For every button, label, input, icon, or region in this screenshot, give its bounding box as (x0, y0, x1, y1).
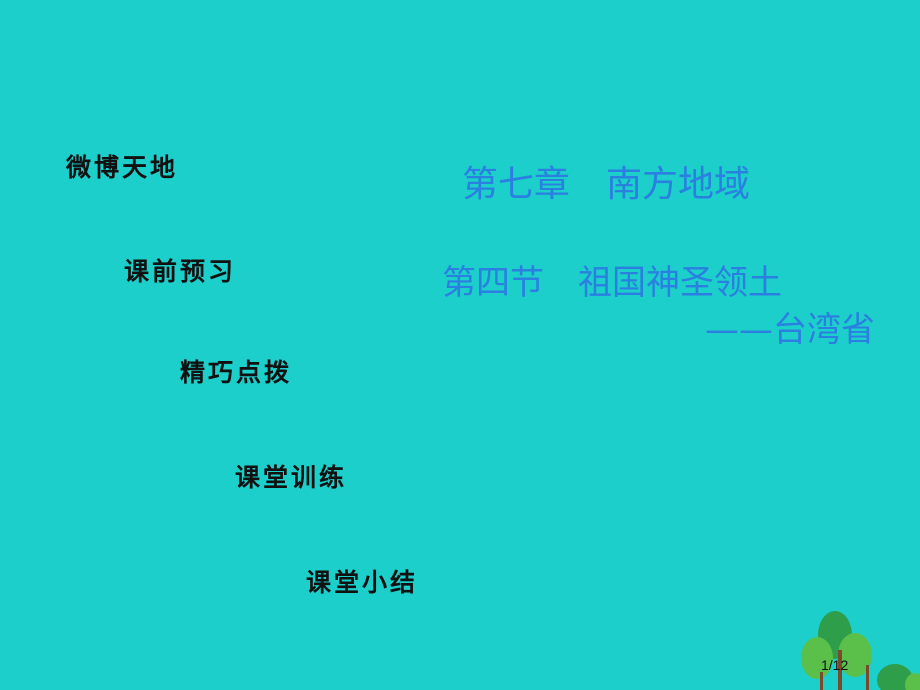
section-title-line2: ——台湾省 (705, 310, 875, 350)
nav-link-summary[interactable]: 课堂小结 (306, 568, 419, 597)
chapter-title: 第七章 南方地域 (462, 164, 751, 205)
tree-decoration-icon (801, 611, 920, 690)
section-title: 第四节 祖国神圣领土 (442, 263, 782, 303)
nav-link-practice[interactable]: 课堂训练 (235, 463, 348, 492)
nav-link-weibo[interactable]: 微博天地 (66, 153, 179, 182)
page-number: 1/12 (821, 657, 849, 673)
nav-link-preview[interactable]: 课前预习 (124, 257, 237, 286)
nav-link-tips[interactable]: 精巧点拨 (180, 358, 293, 387)
